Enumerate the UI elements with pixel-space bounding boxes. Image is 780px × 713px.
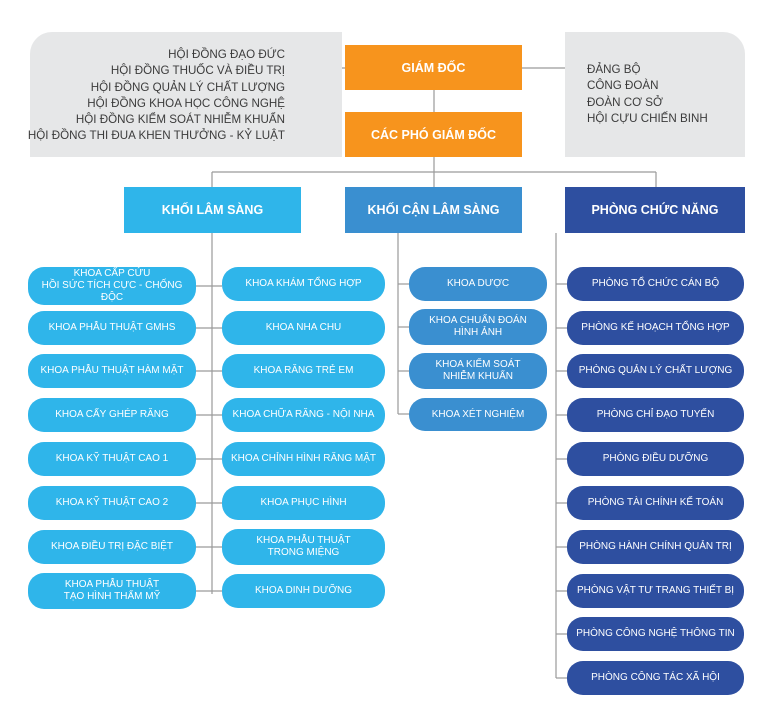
dept-maxillofacial-surgery: KHOA PHẪU THUẬT HÀM MẶT	[28, 354, 196, 388]
dept-special-treatment: KHOA ĐIỀU TRỊ ĐẶC BIỆT	[28, 530, 196, 564]
dept-dental-implant: KHOA CẤY GHÉP RĂNG	[28, 398, 196, 432]
office-personnel: PHÒNG TỔ CHỨC CÁN BỘ	[567, 267, 744, 301]
dept-pharmacy: KHOA DƯỢC	[409, 267, 547, 301]
councils-list: HỘI ĐỒNG ĐẠO ĐỨC HỘI ĐỒNG THUỐC VÀ ĐIỀU …	[28, 47, 285, 145]
office-planning: PHÒNG KẾ HOẠCH TỔNG HỢP	[567, 311, 744, 345]
council-item: HỘI ĐỒNG THI ĐUA KHEN THƯỞNG - KỶ LUẬT	[27, 129, 285, 143]
organization-item: CÔNG ĐOÀN	[587, 79, 659, 93]
organization-item: HỘI CỰU CHIẾN BINH	[587, 111, 708, 125]
block-clinical: KHỐI LÂM SÀNG	[124, 187, 301, 233]
dept-gmhs-surgery: KHOA PHẪU THUẬT GMHS	[28, 311, 196, 345]
dept-general-exam: KHOA KHÁM TỔNG HỢP	[222, 267, 385, 301]
dept-nutrition: KHOA DINH DƯỠNG	[222, 574, 385, 608]
office-social-work: PHÒNG CÔNG TÁC XÃ HỘI	[567, 661, 744, 695]
dept-endodontics: KHOA CHỮA RĂNG - NỘI NHA	[222, 398, 385, 432]
office-it: PHÒNG CÔNG NGHỆ THÔNG TIN	[567, 617, 744, 651]
council-item: HỘI ĐỒNG QUẢN LÝ CHẤT LƯỢNG	[90, 80, 285, 94]
office-direction: PHÒNG CHỈ ĐẠO TUYẾN	[567, 398, 744, 432]
council-item: HỘI ĐỒNG KIỂM SOÁT NHIỄM KHUẨN	[75, 113, 285, 127]
dept-high-tech-1: KHOA KỸ THUẬT CAO 1	[28, 442, 196, 476]
office-administration: PHÒNG HÀNH CHÍNH QUẢN TRỊ	[567, 530, 744, 564]
organizations-panel: ĐẢNG BỘ CÔNG ĐOÀN ĐOÀN CƠ SỞ HỘI CỰU CHI…	[565, 32, 745, 157]
dept-periodontics: KHOA NHA CHU	[222, 311, 385, 345]
director-box: GIÁM ĐỐC	[345, 45, 522, 90]
dept-high-tech-2: KHOA KỸ THUẬT CAO 2	[28, 486, 196, 520]
office-equipment: PHÒNG VẬT TƯ TRANG THIẾT BỊ	[567, 574, 744, 608]
council-item: HỘI ĐỒNG KHOA HỌC CÔNG NGHỆ	[87, 96, 285, 110]
dept-pediatric-dentistry: KHOA RĂNG TRẺ EM	[222, 354, 385, 388]
dept-laboratory: KHOA XÉT NGHIỆM	[409, 398, 547, 431]
council-item: HỘI ĐỒNG THUỐC VÀ ĐIỀU TRỊ	[110, 64, 285, 78]
councils-panel: HỘI ĐỒNG ĐẠO ĐỨC HỘI ĐỒNG THUỐC VÀ ĐIỀU …	[28, 32, 342, 157]
council-item: HỘI ĐỒNG ĐẠO ĐỨC	[168, 48, 285, 61]
dept-prosthodontics: KHOA PHỤC HÌNH	[222, 486, 385, 520]
organization-item: ĐOÀN CƠ SỞ	[587, 95, 663, 109]
organization-item: ĐẢNG BỘ	[587, 63, 641, 76]
office-nursing: PHÒNG ĐIỀU DƯỠNG	[567, 442, 744, 476]
block-paraclinical: KHỐI CẬN LÂM SÀNG	[345, 187, 522, 233]
dept-orthodontics: KHOA CHỈNH HÌNH RĂNG MẶT	[222, 442, 385, 476]
organizations-list: ĐẢNG BỘ CÔNG ĐOÀN ĐOÀN CƠ SỞ HỘI CỰU CHI…	[587, 62, 708, 127]
office-finance: PHÒNG TÀI CHÍNH KẾ TOÁN	[567, 486, 744, 520]
deputy-directors-box: CÁC PHÓ GIÁM ĐỐC	[345, 112, 522, 157]
block-functional: PHÒNG CHỨC NĂNG	[565, 187, 745, 233]
office-quality: PHÒNG QUẢN LÝ CHẤT LƯỢNG	[567, 354, 744, 388]
